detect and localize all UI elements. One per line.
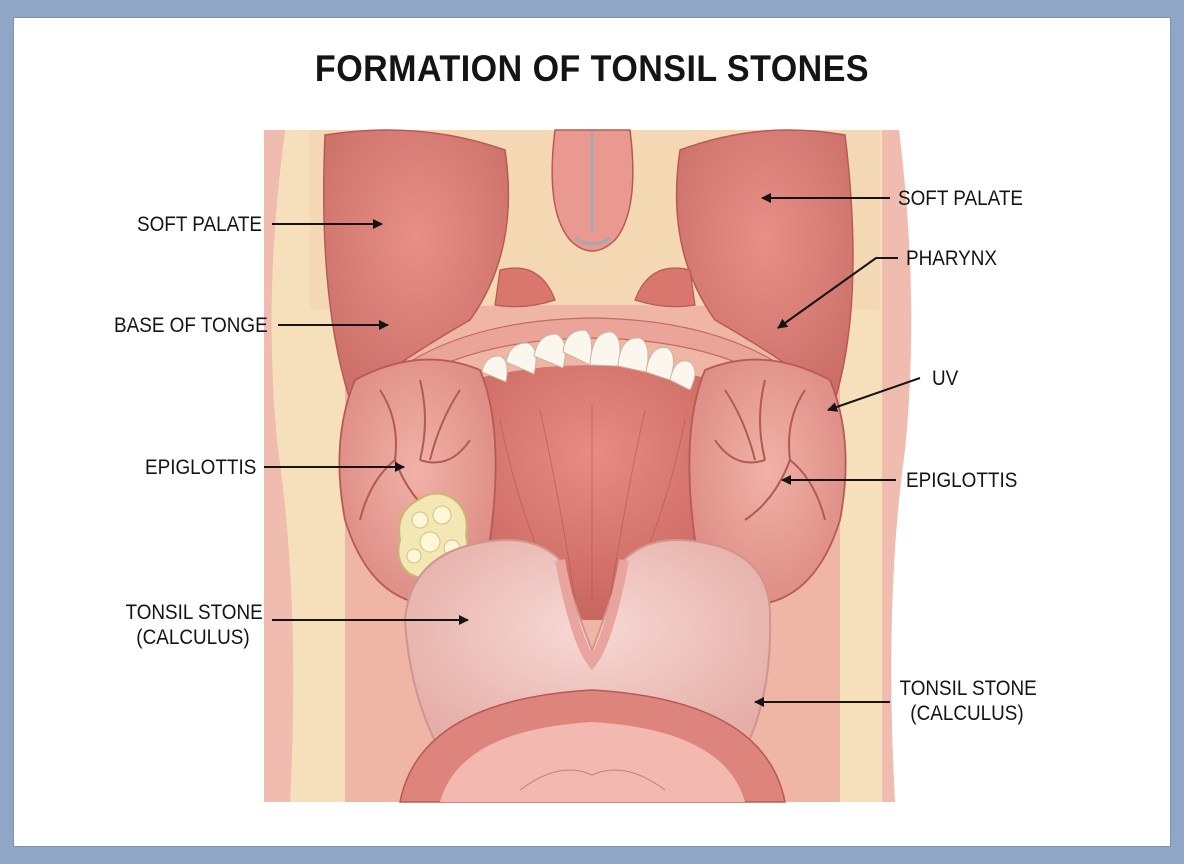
label-tonsil-stone-right-line2: (CALCULUS): [910, 702, 1024, 725]
label-tonsil-stone-left: TONSIL STONE (CALCULUS): [125, 600, 263, 650]
label-soft-palate-right: SOFT PALATE: [898, 187, 1023, 210]
label-tonsil-stone-left-line2: (CALCULUS): [136, 626, 250, 649]
label-tonsil-stone-right-line1: TONSIL STONE: [899, 677, 1037, 700]
label-uv: UV: [932, 367, 959, 390]
leader-lines: [264, 193, 921, 707]
diagram-title: FORMATION OF TONSIL STONES: [314, 48, 870, 89]
label-base-of-tonge: BASE OF TONGE: [114, 314, 268, 337]
label-tonsil-stone-right: TONSIL STONE (CALCULUS): [899, 676, 1037, 726]
right-tonsil: [688, 358, 847, 606]
upper-structures: [310, 129, 880, 431]
label-epiglottis-left: EPIGLOTTIS: [145, 456, 257, 479]
arrow-uv: [827, 377, 921, 412]
arrow-pharynx: [777, 257, 898, 329]
tongue: [399, 539, 786, 803]
label-pharynx: PHARYNX: [906, 247, 998, 270]
label-soft-palate-left: SOFT PALATE: [137, 213, 262, 236]
label-tonsil-stone-left-line1: TONSIL STONE: [125, 601, 263, 624]
label-epiglottis-right: EPIGLOTTIS: [906, 469, 1018, 492]
teeth: [481, 329, 696, 391]
